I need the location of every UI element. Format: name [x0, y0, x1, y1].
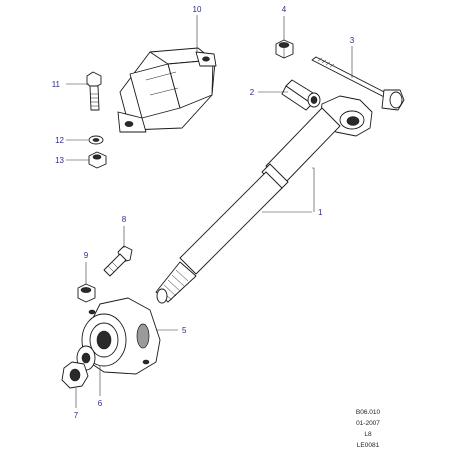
bush-part-2: [281, 79, 321, 111]
callout-11: 11: [52, 80, 61, 89]
bolt-part-11: [86, 71, 102, 111]
callout-13: 13: [55, 156, 64, 165]
callout-12: 12: [55, 136, 64, 145]
nut-part-4: [275, 39, 294, 59]
callout-8: 8: [122, 215, 127, 224]
callout-numbers: 10 4 3 2 11 12 13 1 8 9 5 6 7: [52, 5, 355, 420]
radius-arm-part-1: [155, 95, 373, 304]
callout-9: 9: [84, 251, 89, 260]
bolt-part-8: [103, 245, 133, 277]
nut-part-13: [88, 151, 107, 169]
callout-6: 6: [98, 399, 103, 408]
reference-block: B06.010 01-2007 L8 LE0081: [356, 409, 381, 449]
callout-1: 1: [318, 208, 323, 217]
reference-date: 01-2007: [356, 420, 380, 427]
nut-part-9: [77, 283, 96, 303]
callout-2: 2: [250, 88, 255, 97]
callout-3: 3: [350, 36, 355, 45]
leader-lines: [66, 15, 353, 408]
reference-drawing: LE0081: [357, 442, 380, 449]
reference-level: L8: [364, 431, 372, 438]
callout-4: 4: [282, 5, 287, 14]
mounting-block-part-10: [117, 47, 217, 133]
reference-code: B06.010: [356, 409, 381, 416]
callout-5: 5: [182, 326, 187, 335]
callout-10: 10: [193, 5, 202, 14]
washer-part-12: [88, 135, 104, 145]
callout-7: 7: [74, 411, 79, 420]
nut-part-7: [61, 361, 89, 389]
